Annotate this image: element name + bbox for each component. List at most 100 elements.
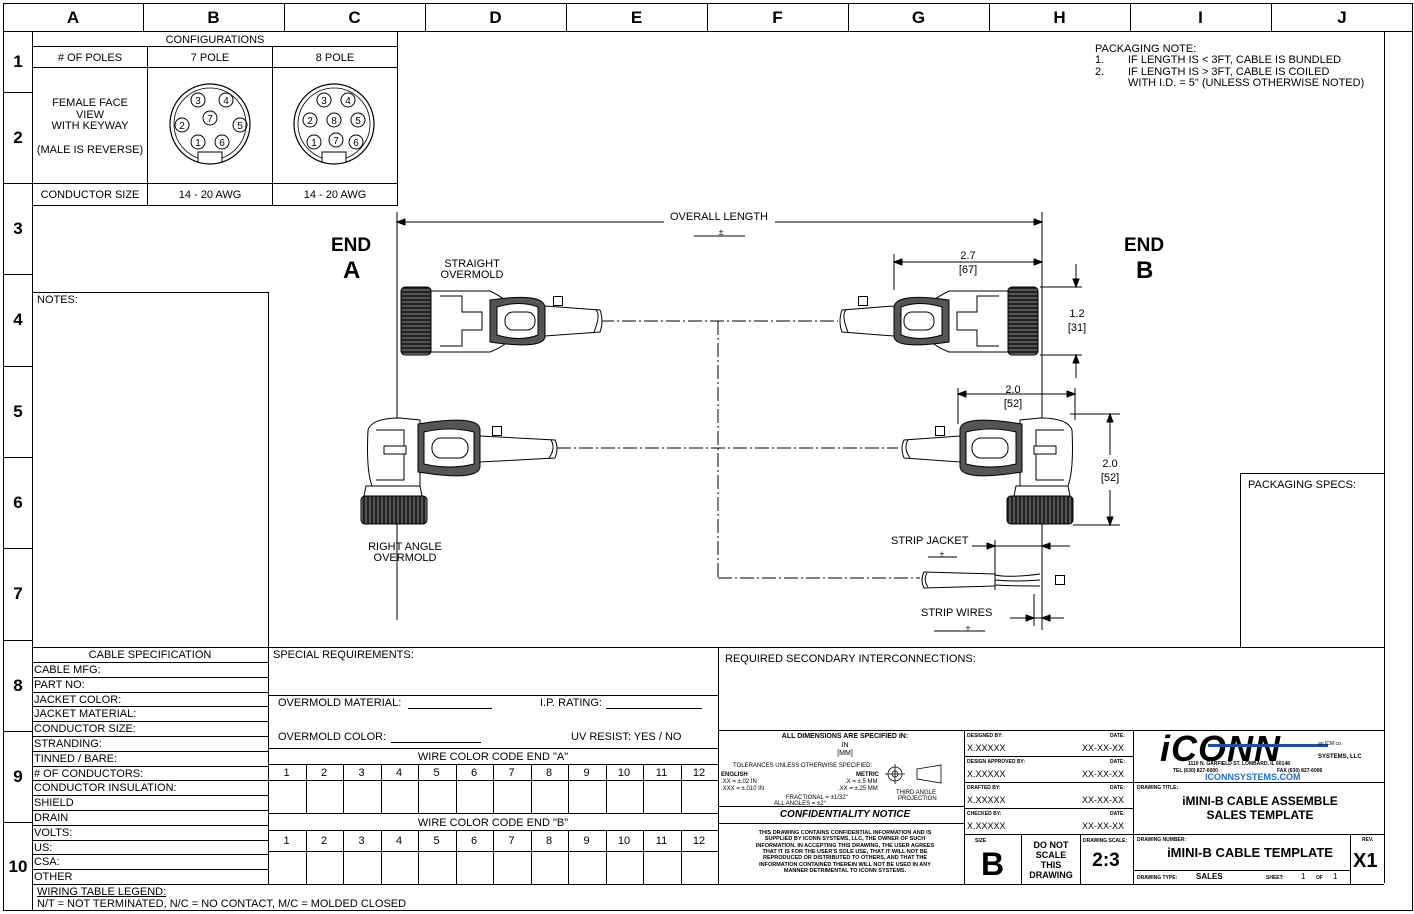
tolerance-metric: METRIC [856, 772, 879, 778]
cable-spec-row-label: JACKET MATERIAL: [34, 708, 137, 721]
drawing-number: iMINI-B CABLE TEMPLATE [1167, 845, 1333, 860]
third-angle-projection-icon [885, 764, 942, 784]
col-sep [989, 3, 990, 31]
approved-by-value: X.XXXXX [967, 769, 1006, 779]
wire-color-cell[interactable] [457, 851, 492, 882]
projection-label: THIRD ANGLE [896, 790, 937, 796]
pin-5-label: 5 [355, 116, 361, 127]
wire-number: 6 [470, 835, 478, 847]
wire-grid-line [493, 764, 494, 813]
table-line [1350, 834, 1351, 884]
table-line [1133, 834, 1134, 884]
cable-spec-row-line [32, 854, 268, 856]
connector-face-8-pole: 3 4 2 8 5 1 7 6 [293, 83, 375, 165]
wire-color-cell[interactable] [344, 851, 379, 882]
wire-color-cell[interactable] [419, 851, 454, 882]
wire-color-cell[interactable] [532, 851, 567, 882]
wire-color-cell[interactable] [419, 783, 454, 811]
dim-inch: 2.7 [960, 250, 976, 262]
wire-number: 6 [470, 767, 478, 779]
drafted-by-label: DRAFTED BY: [967, 785, 1001, 791]
wire-number: 11 [655, 835, 668, 847]
wire-color-cell[interactable] [344, 783, 379, 811]
column-label: F [772, 7, 783, 27]
face-label: VIEW [75, 109, 105, 121]
wire-color-cell[interactable] [457, 783, 492, 811]
cable-spec-row-line [32, 869, 268, 871]
row-sep [3, 183, 32, 184]
wire-color-cell[interactable] [569, 851, 604, 882]
pin-3-label: 3 [195, 96, 201, 107]
wire-color-cell[interactable] [307, 851, 342, 882]
packaging-note-line: IF LENGTH IS > 3FT, CABLE IS COILED [1128, 66, 1330, 78]
col-sep [848, 3, 849, 31]
wire-color-cell[interactable] [269, 783, 304, 811]
ip-rating-field[interactable] [606, 708, 702, 709]
size-label: SIZE [975, 838, 987, 844]
row-label: 3 [13, 218, 23, 238]
rev-value: X1 [1353, 850, 1378, 872]
cable-spec-row-label: # OF CONDUCTORS: [34, 767, 144, 780]
dim-inch: 2.0 [1005, 384, 1021, 396]
end-b-letter: B [1136, 257, 1154, 284]
special-requirements-label: SPECIAL REQUIREMENTS: [273, 649, 414, 661]
tolerance-english-2: .XXX = ±.010 IN [721, 786, 765, 792]
wire-color-cell[interactable] [307, 783, 342, 811]
row-label: 2 [13, 127, 23, 147]
wire-color-cell[interactable] [644, 783, 679, 811]
table-line [964, 782, 1133, 783]
tolerance-unless: TOLERANCES UNLESS OTHERWISE SPECIFIED: [733, 763, 873, 769]
wire-color-cell[interactable] [382, 851, 417, 882]
packaging-note-line: IF LENGTH IS < 3FT, CABLE IS BUNDLED [1128, 54, 1342, 66]
table-line [1133, 782, 1384, 783]
uv-resist-label: UV RESIST: YES / NO [571, 731, 682, 743]
company-website[interactable]: ICONNSYSTEMS.COM [1205, 772, 1301, 782]
overmold-material-label: OVERMOLD MATERIAL: [278, 697, 402, 709]
pin-4-label: 4 [223, 96, 229, 107]
tolerance-angles: ALL ANGLES = ±2° [774, 801, 826, 807]
column-label: B [207, 7, 220, 27]
label-box [492, 426, 502, 436]
wire-color-cell[interactable] [269, 851, 304, 882]
approved-date-value: XX-XX-XX [1082, 769, 1125, 779]
wire-number: 7 [508, 835, 515, 847]
company-logo: iCONN [1160, 728, 1281, 769]
packaging-note-line: WITH I.D. = 5" (UNLESS OTHERWISE NOTED) [1128, 77, 1365, 89]
row-sep [3, 274, 32, 275]
col-sep [425, 3, 426, 31]
pole7-label: 7 POLE [190, 52, 230, 64]
company-fax: FAX (630) 827-6006 [1277, 768, 1323, 774]
wire-color-cell[interactable] [682, 783, 717, 811]
wire-color-cell[interactable] [682, 851, 717, 882]
table-line [272, 46, 273, 206]
row-label: 10 [8, 856, 28, 876]
overmold-material-field[interactable] [408, 708, 492, 709]
wire-number: 1 [283, 767, 290, 779]
wire-grid-line [343, 830, 344, 884]
wire-color-cell[interactable] [569, 783, 604, 811]
configurations-table [32, 31, 398, 206]
pin-3-label: 3 [321, 96, 327, 107]
pin-4-label: 4 [345, 96, 351, 107]
wiring-legend-title: WIRING TABLE LEGEND: [37, 886, 167, 898]
overmold-color-label: OVERMOLD COLOR: [278, 731, 387, 743]
wire-color-cell[interactable] [607, 851, 642, 882]
wire-color-cell[interactable] [607, 783, 642, 811]
wire-grid-line [455, 764, 457, 813]
wire-grid-line [380, 764, 382, 813]
wire-number: 12 [692, 767, 706, 779]
wire-grid-line [455, 830, 457, 884]
column-label: I [1198, 7, 1203, 27]
wire-color-cell[interactable] [494, 783, 529, 811]
wire-grid-line [343, 764, 344, 813]
cable-spec-row-line [32, 676, 268, 678]
wire-color-cell[interactable] [382, 783, 417, 811]
wire-color-cell[interactable] [494, 851, 529, 882]
wire-color-cell[interactable] [532, 783, 567, 811]
drawing-type-label: DRAWING TYPE: [1137, 875, 1178, 881]
overmold-color-field[interactable] [391, 742, 481, 743]
cable-spec-row-label: TINNED / BARE: [34, 752, 118, 765]
tolerance-metric-1: .X = ±.5 MM [845, 779, 878, 785]
column-label: C [348, 7, 361, 27]
wire-color-cell[interactable] [644, 851, 679, 882]
